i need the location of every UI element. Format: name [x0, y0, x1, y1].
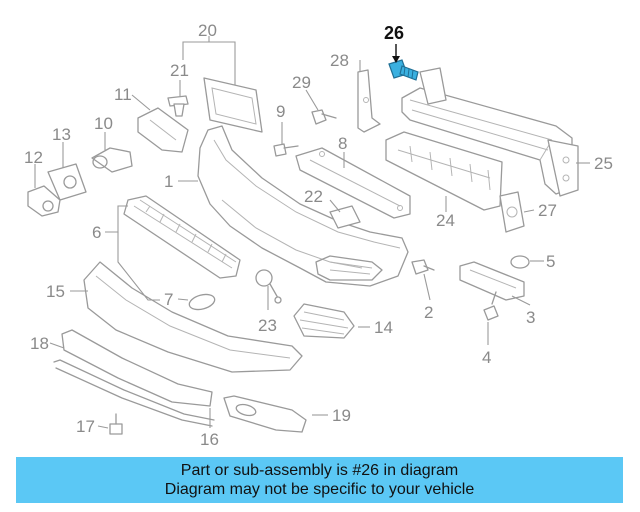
part-12-sensor — [27, 185, 61, 217]
callout-13: 13 — [52, 125, 71, 144]
parts-diagram: 20 21 11 10 13 12 1 9 8 28 29 22 6 7 23 … — [24, 21, 613, 449]
part-16-spoiler-strip — [61, 329, 213, 407]
part-14-fog-grille — [293, 303, 355, 339]
part-27-bracket — [499, 191, 525, 233]
banner-line-1: Part or sub-assembly is #26 in diagram — [180, 462, 459, 479]
part-25-reinforcement-beam — [401, 67, 579, 197]
callout-21: 21 — [170, 61, 189, 80]
part-10-sensor — [91, 147, 133, 173]
leader-lines — [34, 36, 590, 429]
callout-18: 18 — [30, 334, 49, 353]
part-17-clip — [109, 413, 123, 435]
part-11-bracket — [137, 107, 189, 153]
part-15-lower-valance — [83, 261, 303, 373]
callout-20: 20 — [198, 21, 217, 40]
callout-10: 10 — [94, 114, 113, 133]
callout-1: 1 — [164, 172, 173, 191]
part-2-bolt — [411, 259, 435, 275]
callout-17: 17 — [76, 417, 95, 436]
part-8-upper-bracket — [295, 147, 411, 219]
callout-7: 7 — [164, 290, 173, 309]
part-23-tow-eye — [255, 269, 282, 304]
callout-27: 27 — [538, 201, 557, 220]
part-24-energy-absorber — [385, 131, 503, 211]
part-20-license-plate-bracket — [203, 77, 263, 133]
callout-12: 12 — [24, 148, 43, 167]
callout-labels: 20 21 11 10 13 12 1 9 8 28 29 22 6 7 23 … — [24, 21, 613, 449]
callout-22: 22 — [304, 187, 323, 206]
callout-6: 6 — [92, 223, 101, 242]
part-18-trim-strip — [53, 359, 215, 427]
part-22-tow-hook-cover — [329, 205, 361, 229]
callout-26-highlighted: 26 — [384, 23, 404, 43]
info-banner: Part or sub-assembly is #26 in diagram D… — [16, 457, 623, 503]
callout-3: 3 — [526, 308, 535, 327]
callout-4: 4 — [482, 348, 491, 367]
part-21-clip — [167, 95, 189, 117]
callout-14: 14 — [374, 318, 393, 337]
callout-19: 19 — [332, 406, 351, 425]
part-7-emblem — [188, 293, 216, 311]
part-13-sensor-holder — [47, 163, 87, 201]
part-1-bumper-cover — [197, 125, 409, 287]
banner-line-2: Diagram may not be specific to your vehi… — [164, 481, 475, 498]
callout-5: 5 — [546, 252, 555, 271]
callout-9: 9 — [276, 102, 285, 121]
part-4-screw — [483, 291, 499, 321]
callout-25: 25 — [594, 154, 613, 173]
callout-28: 28 — [330, 51, 349, 70]
part-6-lower-grille — [123, 195, 241, 279]
callout-11: 11 — [114, 85, 132, 104]
callout-24: 24 — [436, 211, 455, 230]
callout-29: 29 — [292, 73, 311, 92]
part-3-side-bracket — [459, 261, 525, 301]
part-9-screw — [273, 143, 299, 157]
callout-15: 15 — [46, 282, 65, 301]
callout-23: 23 — [258, 316, 277, 335]
callout-2: 2 — [424, 303, 433, 322]
part-28-bracket — [357, 69, 381, 133]
callout-8: 8 — [338, 134, 347, 153]
part-26-bolt-highlighted — [388, 59, 419, 81]
part-5-nut — [510, 255, 530, 269]
callout-16: 16 — [200, 430, 219, 449]
part-29-screw — [311, 109, 337, 125]
part-19-fog-trim — [223, 395, 307, 433]
